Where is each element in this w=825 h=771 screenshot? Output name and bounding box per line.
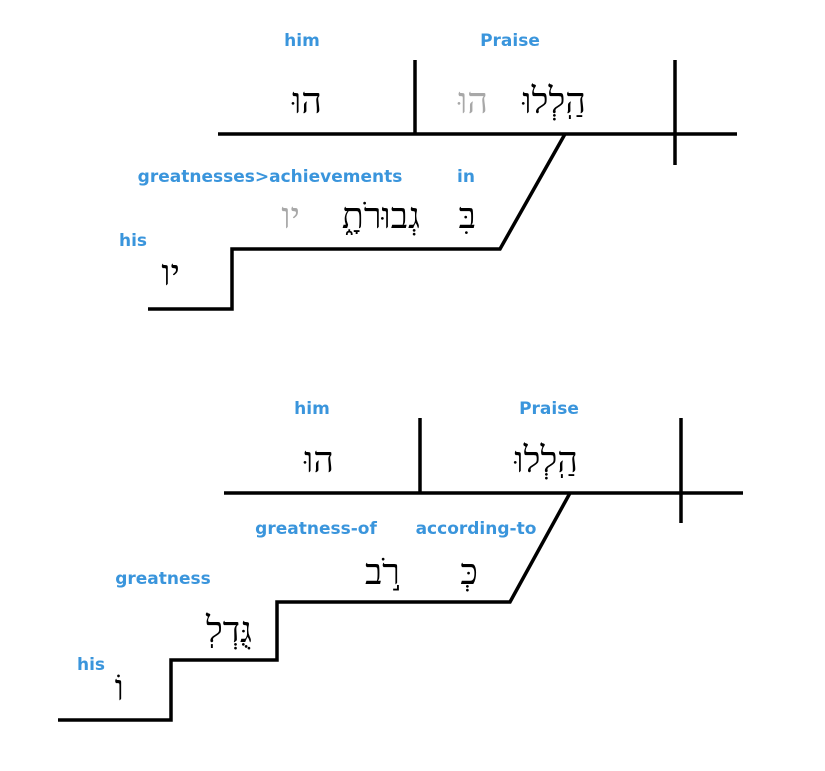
- subject-hebrew: הוּ: [303, 440, 334, 481]
- verb-hebrew: הַֽלְלוּ: [513, 440, 578, 481]
- verb-hebrew: הַֽלְלוּ: [521, 81, 586, 122]
- subject-gloss: him: [284, 31, 320, 51]
- prepositional-phrase-line: [58, 492, 572, 722]
- verb-hebrew-suffix: הוּ: [457, 81, 488, 122]
- genitive-hebrew: גֻּדְלֽ: [205, 610, 252, 651]
- preposition-gloss: in: [457, 167, 475, 187]
- verb-gloss: Praise: [480, 31, 540, 51]
- object-gloss: greatness-of: [255, 519, 377, 539]
- modifier-hebrew: יו: [161, 253, 180, 294]
- preposition-gloss: according-to: [416, 519, 537, 539]
- diagram-1: him Praise greatnesses>achievements in h…: [119, 31, 737, 311]
- subject-hebrew: הוּ: [291, 81, 322, 122]
- diagram-2: him Praise greatness-of according-to gre…: [58, 399, 743, 722]
- prepositional-phrase-line: [148, 133, 567, 311]
- modifier-gloss: his: [77, 655, 105, 675]
- modifier-gloss: his: [119, 231, 147, 251]
- verb-gloss: Praise: [519, 399, 579, 419]
- object-gloss: greatnesses>achievements: [138, 167, 403, 187]
- object-hebrew: גְבוּרֹתָ֑: [342, 196, 420, 237]
- object-hebrew: רֹ֣ב: [365, 552, 400, 593]
- modifier-hebrew: וֹ: [115, 668, 124, 709]
- genitive-gloss: greatness: [115, 569, 211, 589]
- preposition-hebrew: בִּ: [459, 196, 476, 237]
- subject-gloss: him: [294, 399, 330, 419]
- object-hebrew-suffix: יו: [281, 196, 300, 237]
- preposition-hebrew: כְּ: [460, 552, 478, 593]
